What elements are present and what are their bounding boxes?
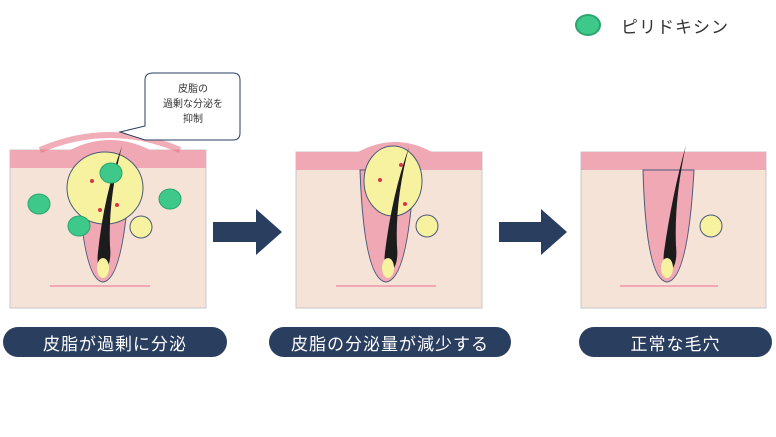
callout-line-3: 抑制	[183, 114, 203, 125]
legend: ピリドキシン	[575, 11, 729, 39]
pyridoxine-legend-icon	[575, 14, 601, 36]
legend-label: ピリドキシン	[621, 17, 729, 38]
panel-excess-sebum	[9, 72, 241, 309]
panel-reduced-sebum	[295, 142, 483, 309]
arrow-2	[499, 209, 567, 255]
callout-line-2: 過剰な分泌を	[163, 99, 223, 110]
step-3-caption: 正常な毛穴	[579, 327, 772, 357]
callout-line-1: 皮脂の	[178, 84, 208, 95]
panel-normal-pore	[580, 145, 767, 309]
arrow-1	[213, 209, 282, 255]
callout: 皮脂の 過剰な分泌を 抑制	[147, 82, 239, 127]
step-1-caption: 皮脂が過剰に分泌	[3, 327, 227, 357]
step-2-caption: 皮脂の分泌量が減少する	[269, 327, 511, 357]
